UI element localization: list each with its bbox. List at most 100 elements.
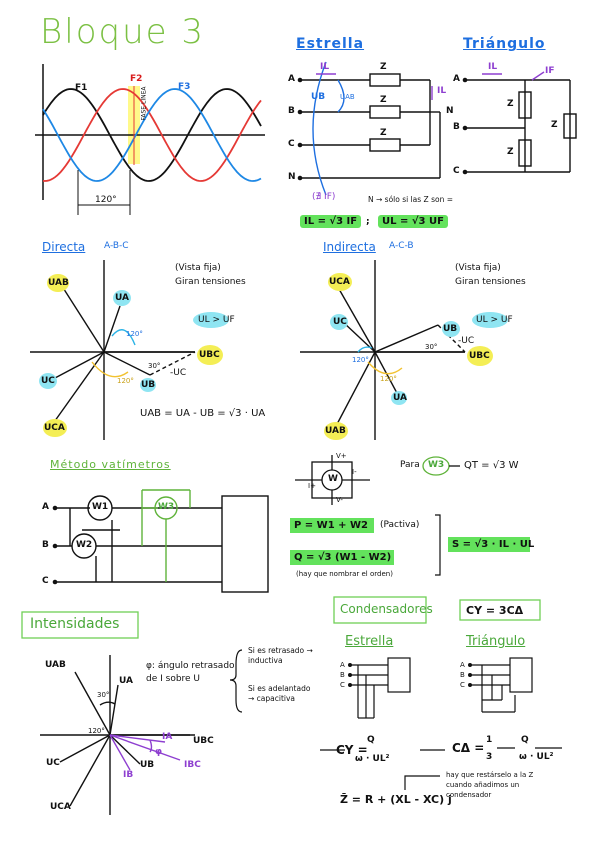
indirect-uab: UAB (325, 426, 346, 436)
cur-ia: IA (162, 732, 173, 742)
indirect-ub: UB (443, 324, 458, 334)
f2-tag: FASE LINEA (140, 86, 148, 121)
phase-waveform-plot (35, 64, 265, 215)
wattmeter-circuit (55, 489, 269, 593)
watt-line-b: B (42, 540, 49, 550)
p-formula: P = W1 + W2 (294, 520, 368, 531)
cd-formula-lhs: CΔ = (452, 741, 485, 755)
q-note: (hay que nombrar el orden) (296, 570, 393, 578)
indirect-ul-uf: UL > UF (476, 315, 513, 325)
delta-z2: Z (507, 147, 514, 157)
phi-adelantado: Si es adelantado → capacitiva (248, 684, 311, 703)
page-title: Bloque 3 (40, 12, 205, 52)
formula-ul: UL = √3 UF (378, 215, 448, 228)
delta-il-label: IL (488, 62, 498, 72)
delta-heading: Triángulo (463, 36, 546, 52)
cur-uca: UCA (50, 802, 71, 812)
p-activa: (Pactiva) (380, 520, 420, 530)
star-node-b: B (288, 106, 295, 116)
direct-vista: (Vista fija) (175, 263, 221, 273)
capacitor-circuits (320, 657, 562, 790)
star-n-right: N (446, 106, 454, 116)
cap-delta-node-b: B (460, 671, 465, 679)
delta-if-label: IF (545, 66, 555, 76)
cap-delta-heading: Triángulo (466, 634, 526, 649)
para-w3: W3 (428, 460, 445, 470)
wave-f1 (42, 88, 262, 182)
wave-f2 (42, 88, 262, 182)
capacitors-heading: Condensadores (340, 602, 433, 616)
indirect-ubc: UBC (469, 351, 490, 361)
z-equation: Z̄ = R + (XL - XC) j (340, 793, 452, 806)
star-note-n: N → sólo si las Z son = (368, 195, 454, 204)
direct-ubc: UBC (199, 350, 220, 360)
cd-formula-den2: ω · UL² (519, 752, 554, 762)
cap-delta-node-c: C (460, 681, 465, 689)
star-node-a: A (288, 74, 295, 84)
wattmeter-v-plus: V+ (336, 452, 347, 460)
formula-sep: ; (366, 217, 370, 227)
wattmeter-nodes (52, 505, 58, 585)
indirect-a120b: 120° (380, 375, 397, 383)
watt-line-c: C (42, 576, 49, 586)
cap-star-node-a: A (340, 661, 345, 669)
cur-ib: IB (123, 770, 134, 780)
direct-ul-uf: UL > UF (198, 315, 235, 325)
indirect-a30: 30° (425, 343, 438, 351)
delta-nodes (462, 77, 468, 175)
direct-seq: A-B-C (104, 241, 129, 251)
indirect-heading: Indirecta (323, 240, 376, 254)
wattmeter-w1: W1 (92, 502, 109, 512)
formula-boxes (290, 514, 530, 576)
z-note: hay que restárselo a la Z cuando añadimo… (446, 771, 534, 799)
cy-relation: CY = 3CΔ (466, 604, 524, 617)
cap-star-node-c: C (340, 681, 345, 689)
star-node-n: N (288, 172, 296, 182)
indirect-ua: UA (393, 393, 407, 403)
star-note-if: (∄ IF) (312, 192, 336, 202)
current-phasor-diagram (40, 655, 195, 815)
star-uab-label: UAB (340, 93, 355, 101)
cy-formula-den: ω · UL² (355, 754, 390, 764)
cd-formula-num2: Q (521, 735, 529, 745)
phi-definition: φ: ángulo retrasado de I sobre U (146, 661, 235, 684)
period-angle: 120° (95, 195, 117, 205)
currents-heading: Intensidades (30, 616, 120, 632)
cur-uab: UAB (45, 660, 66, 670)
wave-f1-label: F1 (75, 83, 88, 93)
delta-circuit (465, 71, 577, 173)
s-formula: S = √3 · IL · UL (452, 539, 535, 550)
indirect-giran: Giran tensiones (455, 277, 526, 287)
direct-uab: UAB (48, 278, 69, 288)
star-z3: Z (380, 128, 387, 138)
direct-uca: UCA (44, 423, 65, 433)
cap-star-node-b: B (340, 671, 345, 679)
direct-phasor-labels-bg (39, 274, 229, 437)
qt-formula: QT = √3 W (464, 460, 519, 471)
delta-z3: Z (551, 120, 558, 130)
star-z2: Z (380, 95, 387, 105)
cy-formula-lhs: CY = (336, 743, 368, 757)
wattmeter-v-minus: V- (336, 496, 343, 504)
wave-f3-label: F3 (178, 82, 191, 92)
cur-uc: UC (46, 758, 60, 768)
phi-brace (229, 649, 243, 713)
star-circuit (300, 61, 441, 196)
wattmeter-w3: W3 (158, 502, 175, 512)
star-heading: Estrella (296, 36, 365, 52)
indirect-phasor-diagram (300, 260, 466, 440)
wattmeter-w2: W2 (76, 540, 93, 550)
direct-phasor-diagram (30, 260, 196, 440)
cur-ua: UA (119, 676, 133, 686)
direct-a120b: 120° (117, 377, 134, 385)
wave-f2-label: F2 (130, 74, 143, 84)
indirect-a120a: 120° (352, 356, 369, 364)
phi-retrasado: Si es retrasado → inductiva (248, 646, 313, 665)
direct-ub: UB (141, 380, 156, 390)
indirect-uc: UC (333, 317, 347, 327)
direct-ua: UA (115, 293, 129, 303)
formula-il: IL = √3 IF (300, 215, 362, 228)
delta-node-a: A (453, 74, 460, 84)
star-nodes (297, 77, 303, 181)
